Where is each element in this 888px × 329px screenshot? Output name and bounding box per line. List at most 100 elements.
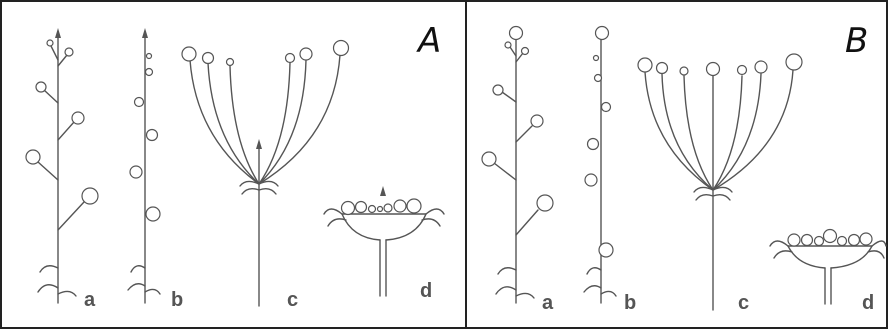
flower [788,234,800,246]
spike-diagram: b [584,27,636,315]
pedicel [502,92,516,102]
sublabel: c [738,292,749,314]
bract [516,293,534,298]
spike-diagram: b [128,28,183,311]
receptacle [342,214,426,240]
panel-label: A [416,21,441,61]
flower [356,202,367,213]
bract [38,285,58,292]
flower [147,54,152,59]
ray [713,70,793,190]
apex-arrow [142,28,148,38]
flower [738,66,747,75]
involucral-bract [426,209,444,214]
bract [496,287,516,294]
involucral-bract [868,251,884,258]
pedicel [58,202,84,230]
flower [657,63,668,74]
involucral-bract [240,181,259,186]
panel-a: A a [26,21,444,311]
flower [227,59,234,66]
sublabel: c [287,289,298,311]
flower [802,235,813,246]
flower [786,54,802,70]
sublabel: a [84,289,96,311]
flower [182,47,196,61]
involucral-bract [324,209,342,214]
flower [595,75,602,82]
flower [493,85,503,95]
involucral-bract [713,195,730,200]
flower [369,206,376,213]
involucral-bract [872,241,886,246]
ray [259,60,306,184]
flower [82,188,98,204]
capitulum-diagram: d [770,230,886,315]
flower [378,207,383,212]
bract [587,268,601,274]
flower [849,235,860,246]
ray [684,76,713,190]
involucral-bract [259,189,276,194]
capitulum-diagram: d [324,186,444,302]
flower [505,42,511,48]
terminal-flower [824,230,837,243]
pedicel [51,46,58,60]
flower [594,56,599,61]
flower [537,195,553,211]
pedicel [58,55,67,66]
flower [36,82,46,92]
flower [531,115,543,127]
flower [334,41,349,56]
apex-arrow [256,139,262,149]
flower [342,202,355,215]
flower [72,112,84,124]
flower [602,103,611,112]
flower [638,58,652,72]
pedicel [516,126,532,142]
bract [498,268,516,274]
involucral-bract [713,187,732,192]
terminal-flower [510,27,523,40]
flower [146,69,153,76]
involucral-bract [696,195,713,200]
flower [47,40,53,46]
bract [584,286,601,292]
pedicel [516,210,538,235]
ray [208,63,259,184]
pedicel [510,47,516,56]
raceme-diagram: a [26,28,98,311]
sublabel: b [171,289,183,311]
involucral-bract [770,241,788,246]
ray [662,74,713,190]
pedicel [494,163,516,180]
flower [838,237,847,246]
sublabel: d [862,292,874,314]
flower [203,53,214,64]
involucral-bract [774,251,792,258]
flower [286,54,295,63]
involucral-bract [242,189,259,194]
sublabel: b [624,292,636,314]
terminal-flower [707,63,720,76]
umbel-diagram: c [182,41,349,312]
flower [300,48,312,60]
ray [259,55,340,184]
sublabel: d [420,280,432,302]
flower [815,237,824,246]
ray [230,66,259,184]
flower [384,204,392,212]
flower [588,139,599,150]
panel-label: B [845,21,868,61]
flower [146,207,160,221]
involucral-bract [328,219,346,226]
flower [585,174,597,186]
flower [522,48,529,55]
pedicel [58,122,74,140]
flower [407,199,421,213]
pedicel [38,162,58,180]
flower [860,233,872,245]
flower [130,166,142,178]
